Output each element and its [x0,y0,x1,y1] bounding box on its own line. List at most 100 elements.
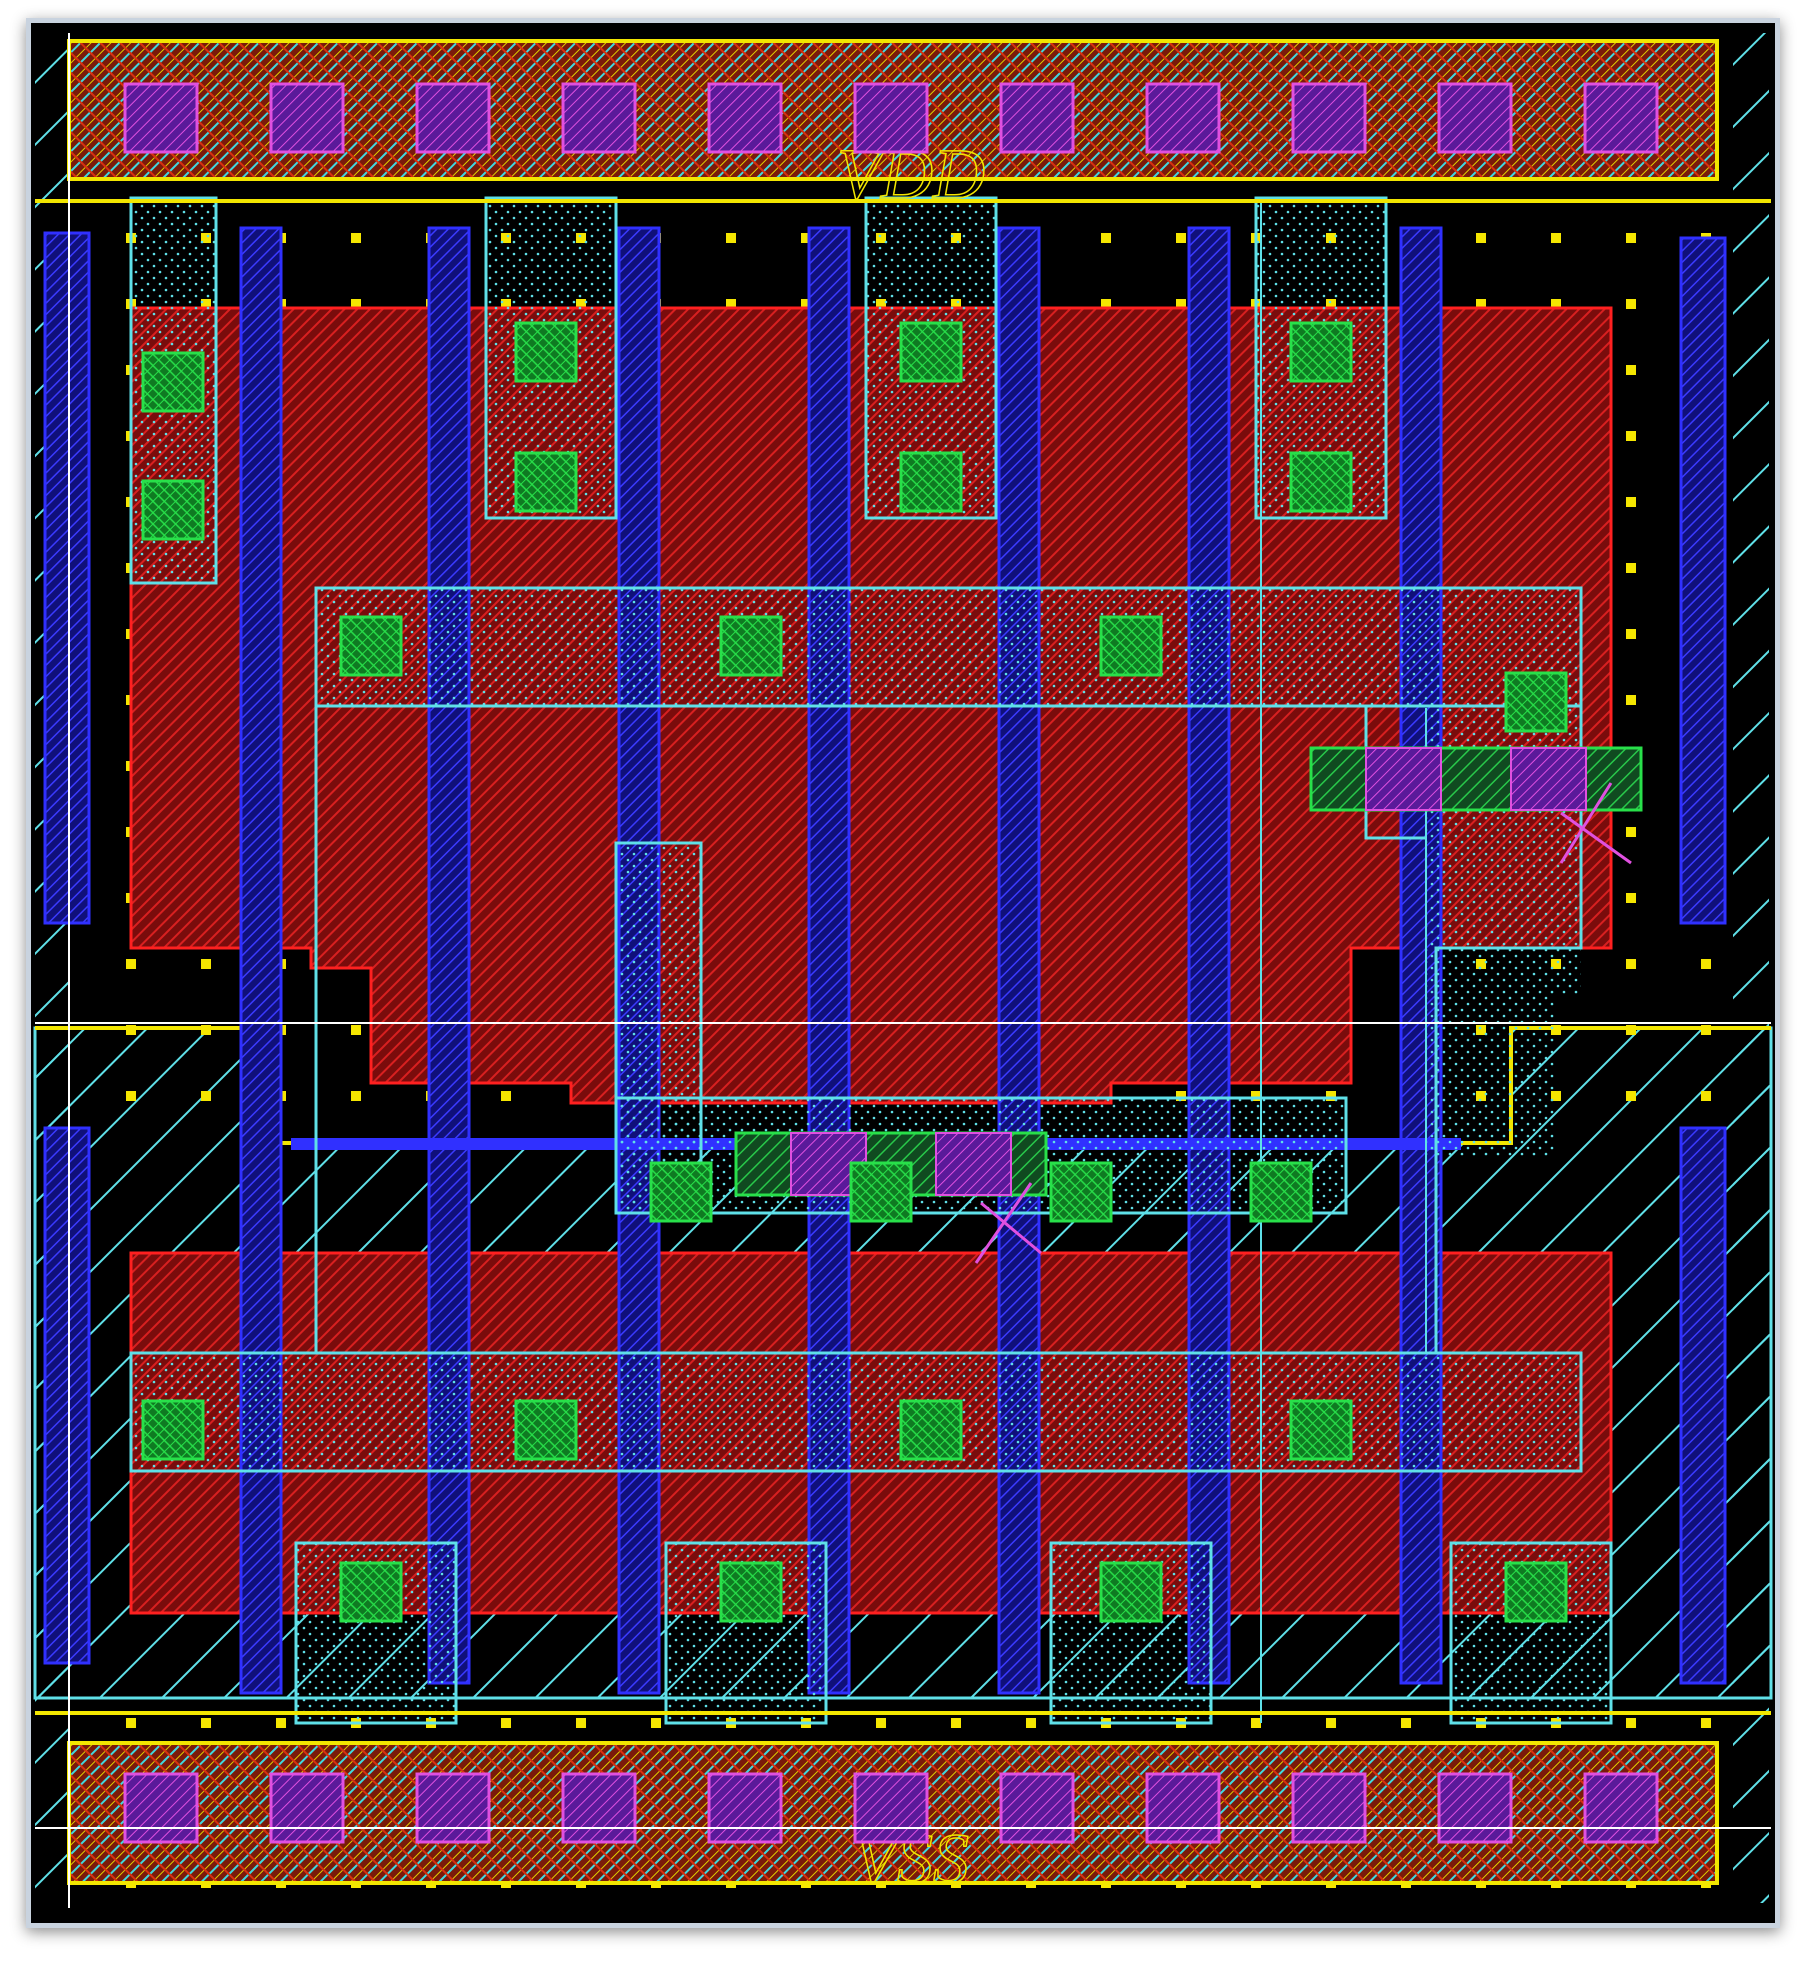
grid-dot [1626,563,1636,573]
grid-dot [1701,1025,1711,1035]
contact [514,321,578,383]
grid-dot [1026,1718,1036,1728]
grid-dot [501,1091,511,1101]
grid-dot [1626,431,1636,441]
rail-via [1145,82,1221,154]
contact [1049,1161,1113,1223]
grid-dot [201,1718,211,1728]
contact [514,451,578,513]
rail-via [853,82,929,154]
grid-dot [201,959,211,969]
contact [719,615,783,677]
rail-via [1583,82,1659,154]
grid-dot [201,1091,211,1101]
layout-frame: VDD VSS [26,18,1780,1928]
grid-dot [351,233,361,243]
grid-dot [1626,893,1636,903]
grid-dot [1176,299,1186,309]
grid-dot [1401,1718,1411,1728]
grid-dot [651,1718,661,1728]
rail-via [999,82,1075,154]
rail-via [1437,1772,1513,1844]
rail-via [707,1772,783,1844]
grid-dot [1626,299,1636,309]
contact [1504,671,1568,733]
contact [649,1161,713,1223]
grid-dot [501,1718,511,1728]
grid-dot [1626,1091,1636,1101]
rail-via [123,82,199,154]
grid-dot [1176,1091,1186,1101]
grid-dot [1701,959,1711,969]
grid-dot [126,1025,136,1035]
cell-boundary [35,33,1771,1908]
grid-dot [1626,629,1636,639]
grid-dot [951,1718,961,1728]
grid-dot [1101,299,1111,309]
grid-dot [1626,695,1636,705]
contact [1099,1561,1163,1623]
grid-dot [126,1091,136,1101]
rail-via [1583,1772,1659,1844]
rail-via [123,1772,199,1844]
contact [899,1399,963,1461]
grid-dot [1626,959,1636,969]
contact [141,351,205,413]
rail-via [1437,82,1513,154]
contact [1099,615,1163,677]
grid-dot [1626,827,1636,837]
contact [1289,321,1353,383]
contact [1249,1161,1313,1223]
contact [1289,1399,1353,1461]
grid-dot [801,299,811,309]
grid-dot [1326,1091,1336,1101]
rail-via [1291,82,1367,154]
grid-dot [1626,365,1636,375]
grid-dot [1626,1718,1636,1728]
contact [1504,1561,1568,1623]
contact [899,321,963,383]
grid-dot [1101,233,1111,243]
rail-via [561,1772,637,1844]
rail-via [999,1772,1075,1844]
grid-dot [351,299,361,309]
contact [849,1161,913,1223]
grid-dot [1326,1718,1336,1728]
contact [719,1561,783,1623]
grid-dot [1476,233,1486,243]
rail-via [269,1772,345,1844]
grid-dot [1701,1091,1711,1101]
grid-dot [1251,1091,1261,1101]
rail-via [1291,1772,1367,1844]
contact [339,1561,403,1623]
contact [141,479,205,541]
grid-dot [126,959,136,969]
grid-dot [1251,1718,1261,1728]
grid-dot [1551,233,1561,243]
grid-dot [1176,233,1186,243]
grid-dot [351,1025,361,1035]
layout-canvas: VDD VSS [31,23,1775,1923]
grid-dot [1626,233,1636,243]
rail-via [853,1772,929,1844]
grid-dot [201,1025,211,1035]
rail-via [415,1772,491,1844]
grid-dot [351,1091,361,1101]
grid-dot [726,233,736,243]
contact [514,1399,578,1461]
rail-via [707,82,783,154]
contact [339,615,403,677]
rail-via [269,82,345,154]
contact [141,1399,205,1461]
grid-dot [1476,299,1486,309]
grid-dot [726,299,736,309]
rail-via [415,82,491,154]
grid-dot [126,1718,136,1728]
rail-via [561,82,637,154]
grid-dot [801,233,811,243]
grid-dot [1551,299,1561,309]
contact [1289,451,1353,513]
grid-dot [1626,1025,1636,1035]
rail-via [1145,1772,1221,1844]
grid-dot [1701,1718,1711,1728]
